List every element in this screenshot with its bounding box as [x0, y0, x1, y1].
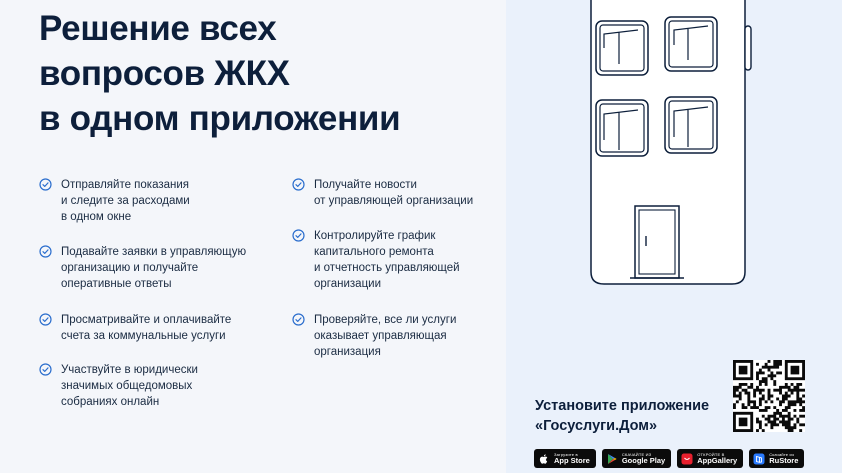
- feature-text: Подавайте заявки в управляющую: [61, 246, 247, 258]
- title-line: вопросов ЖКХ: [39, 54, 290, 93]
- title-line: в одном приложении: [39, 99, 401, 138]
- feature-text: Контролируйте график: [314, 230, 436, 242]
- qr-code-icon: [733, 360, 805, 432]
- window-icon: [664, 16, 718, 72]
- check-circle-icon: [292, 178, 305, 191]
- rustore-icon: [753, 453, 765, 464]
- feature-item: Просматривайте и оплачивайте счета за ко…: [39, 312, 231, 344]
- feature-item: Контролируйте график капитального ремонт…: [292, 228, 460, 292]
- store-small-label: СКАЧАЙТЕ ИЗ: [621, 451, 652, 457]
- window-icon: [664, 96, 718, 154]
- feature-text: и отчетность управляющей: [314, 262, 460, 274]
- feature-item: Участвуйте в юридически значимых общедом…: [39, 362, 198, 410]
- feature-text: в одном окне: [61, 211, 132, 223]
- check-circle-icon: [39, 313, 52, 326]
- feature-text: организация: [314, 346, 381, 358]
- feature-text: капитального ремонта: [314, 246, 434, 258]
- feature-text: Получайте новости: [314, 179, 417, 191]
- google-play-icon: [607, 453, 617, 464]
- store-small-label: Загрузите в: [554, 451, 578, 457]
- building-illustration: [590, 0, 752, 285]
- check-circle-icon: [39, 178, 52, 191]
- window-icon: [595, 99, 649, 157]
- install-line: «Госуслуги.Дом»: [535, 418, 658, 434]
- check-circle-icon: [292, 313, 305, 326]
- rustore-badge[interactable]: Скачайте из RuStore: [749, 449, 805, 468]
- feature-text: значимых общедомовых: [61, 380, 193, 392]
- check-circle-icon: [39, 363, 52, 376]
- feature-text: Проверяйте, все ли услуги: [314, 314, 457, 326]
- feature-item: Получайте новости от управляющей организ…: [292, 177, 473, 209]
- install-app-caption: Установите приложение «Госуслуги.Дом»: [535, 396, 709, 436]
- feature-text: от управляющей организации: [314, 195, 474, 207]
- left-panel: [0, 0, 506, 473]
- store-big-label: App Store: [554, 455, 590, 465]
- door-icon: [630, 205, 684, 279]
- qr-code[interactable]: [733, 360, 805, 432]
- feature-text: организацию и получайте: [61, 262, 199, 274]
- feature-text: организации: [314, 278, 382, 290]
- page-title: Решение всех вопросов ЖКХ в одном прилож…: [39, 6, 499, 141]
- feature-text: оказывает управляющая: [314, 330, 447, 342]
- check-circle-icon: [292, 229, 305, 242]
- feature-item: Подавайте заявки в управляющую организац…: [39, 244, 246, 292]
- feature-item: Отправляйте показания и следите за расхо…: [39, 177, 190, 225]
- app-store-badge[interactable]: Загрузите в App Store: [534, 449, 596, 468]
- store-big-label: RuStore: [769, 455, 799, 465]
- install-line: Установите приложение: [535, 398, 710, 414]
- window-icon: [595, 20, 649, 76]
- app-gallery-badge[interactable]: ОТКРОЙТЕ В AppGallery: [677, 449, 744, 468]
- feature-text: собраниях онлайн: [61, 396, 160, 408]
- feature-text: Отправляйте показания: [61, 179, 190, 191]
- check-circle-icon: [39, 245, 52, 258]
- feature-item: Проверяйте, все ли услуги оказывает упра…: [292, 312, 456, 360]
- store-small-label: Скачайте из: [769, 451, 795, 457]
- feature-text: Просматривайте и оплачивайте: [61, 314, 232, 326]
- huawei-icon: [681, 453, 693, 464]
- feature-text: и следите за расходами: [61, 195, 190, 207]
- apple-icon: [539, 453, 548, 464]
- store-big-label: Google Play: [621, 455, 666, 465]
- store-badges: Загрузите в App Store СКАЧАЙТЕ ИЗ Google…: [534, 449, 805, 468]
- feature-text: оперативные ответы: [61, 278, 172, 290]
- feature-text: счета за коммунальные услуги: [61, 330, 226, 342]
- store-big-label: AppGallery: [697, 455, 738, 465]
- side-button: [744, 25, 752, 71]
- feature-text: Участвуйте в юридически: [61, 364, 198, 376]
- store-small-label: ОТКРОЙТЕ В: [697, 451, 725, 457]
- title-line: Решение всех: [39, 9, 277, 48]
- google-play-badge[interactable]: СКАЧАЙТЕ ИЗ Google Play: [601, 449, 672, 468]
